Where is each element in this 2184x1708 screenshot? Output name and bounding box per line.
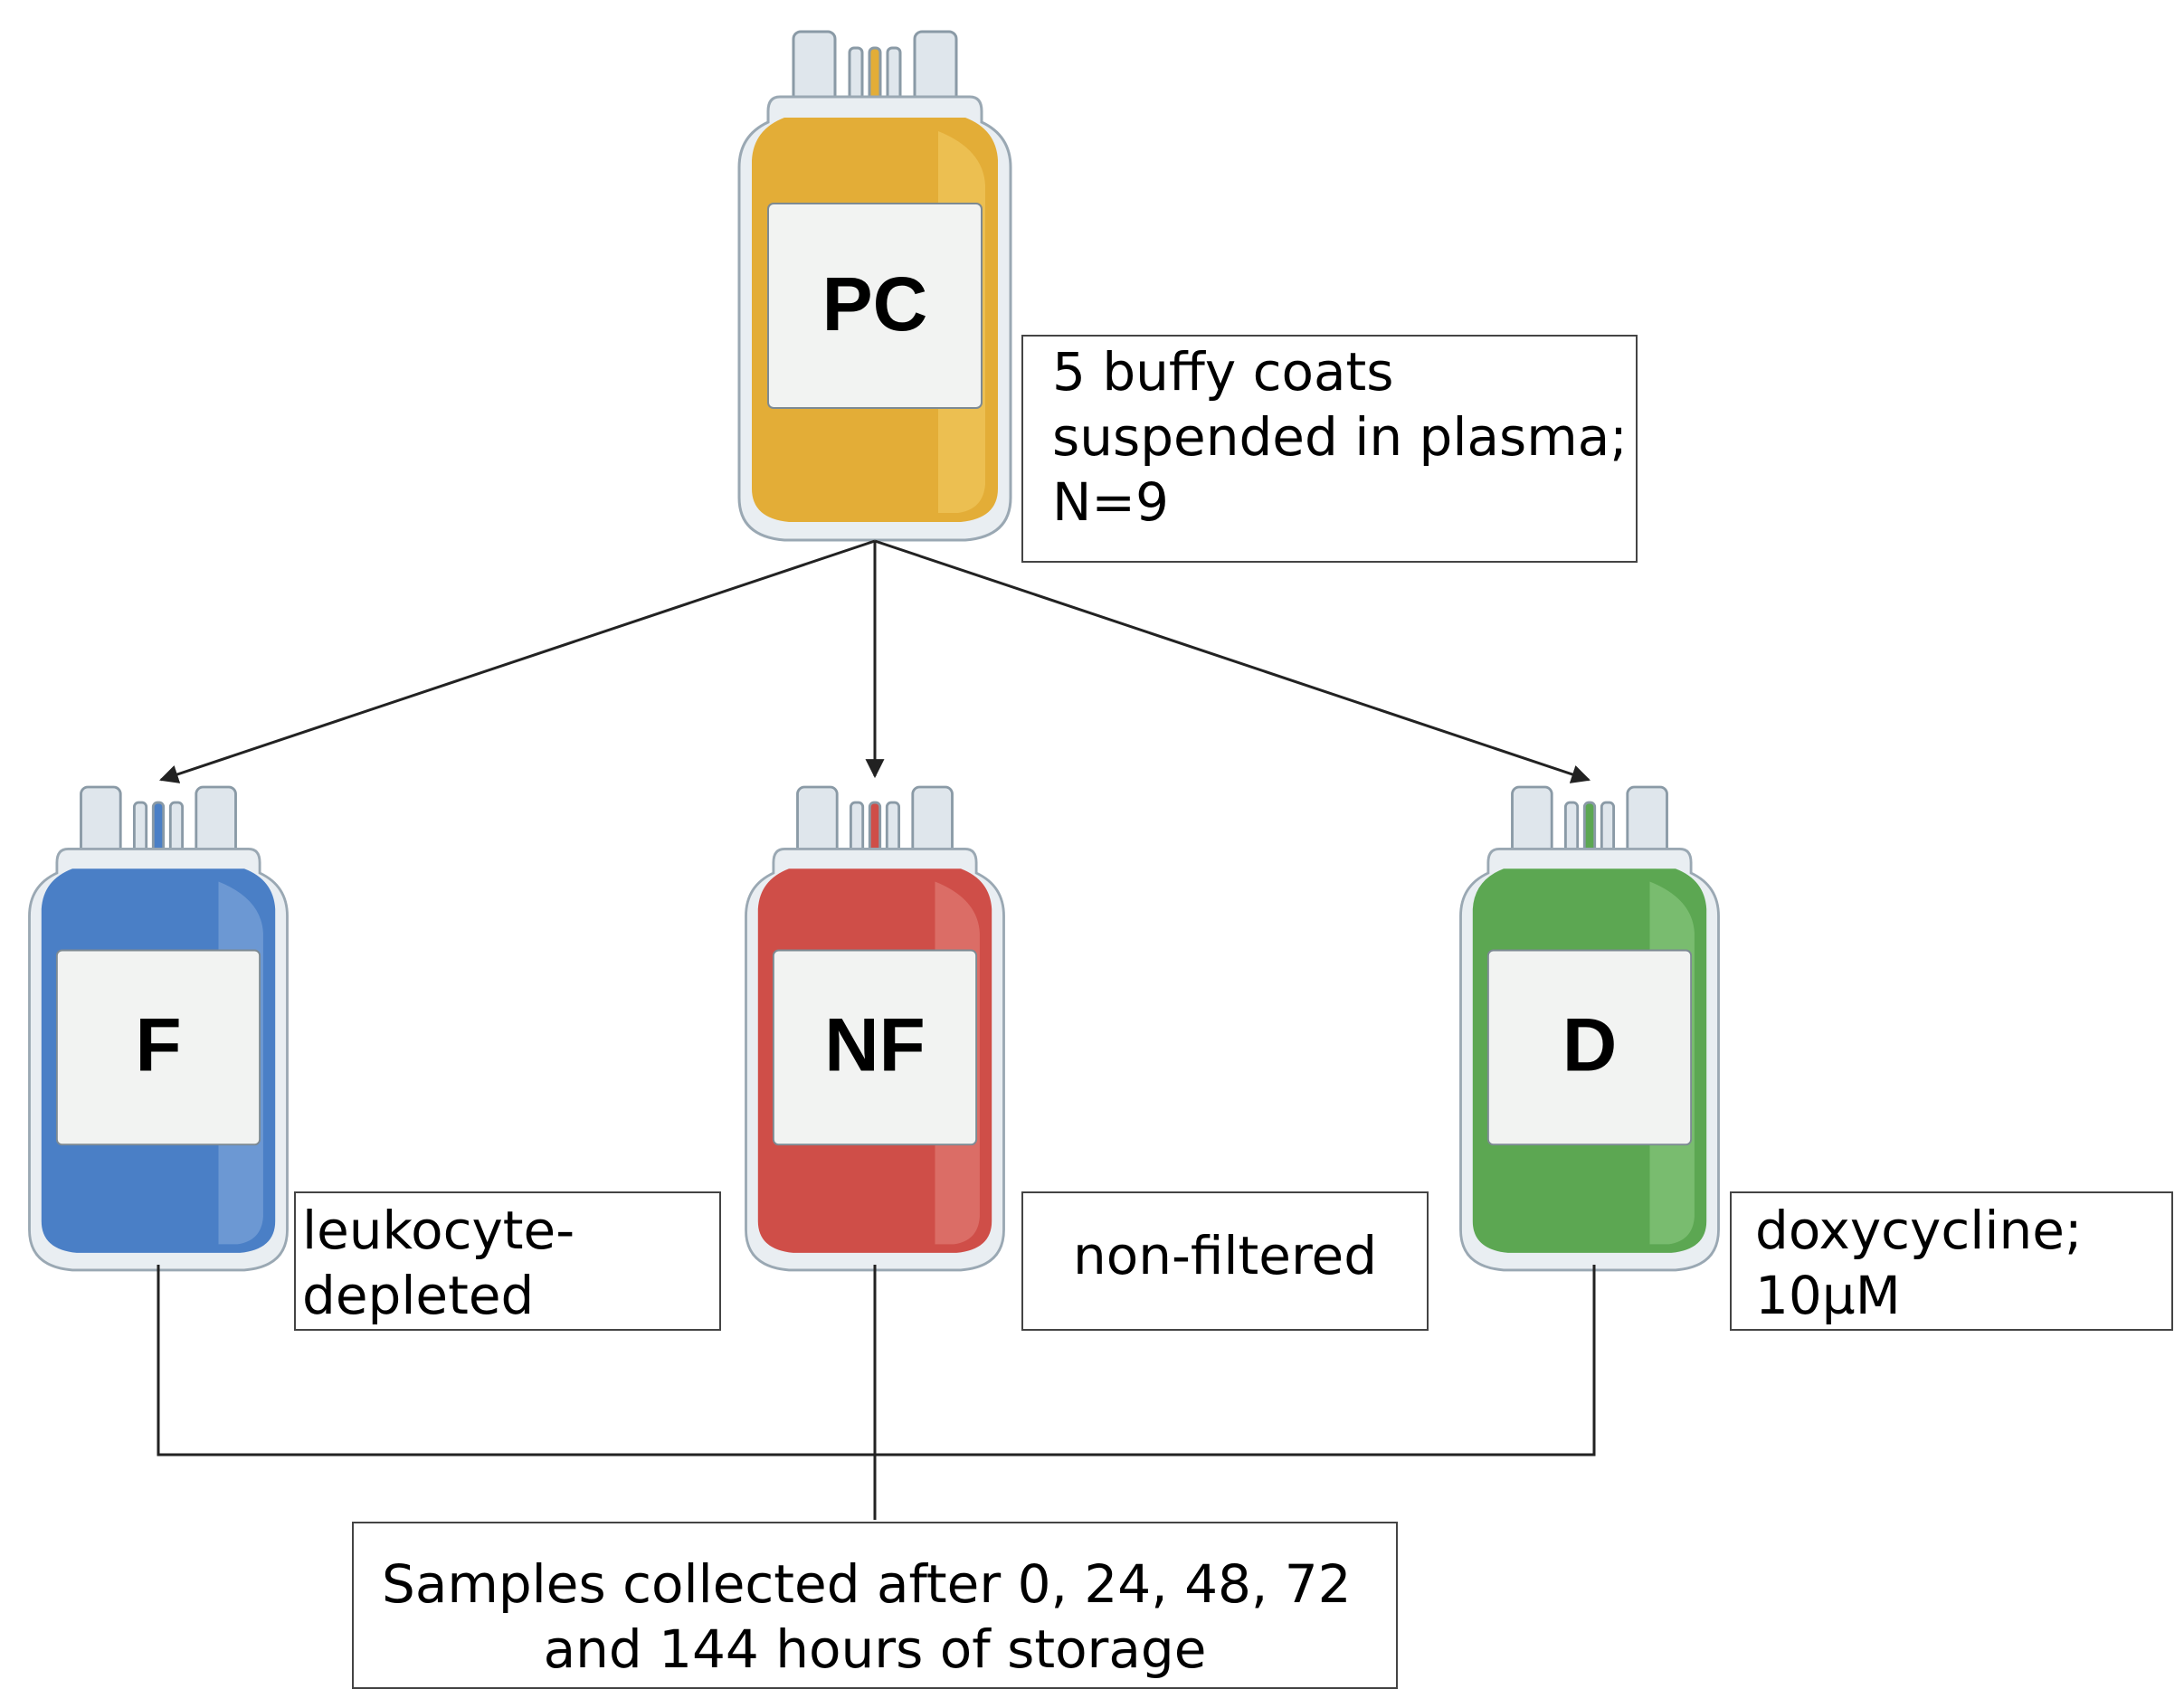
bag-label-f: F: [135, 1002, 181, 1087]
bag-label-d: D: [1562, 1002, 1617, 1087]
bag-port: [1511, 785, 1553, 858]
pc-note-line-3: N=9: [1052, 471, 1169, 533]
doxycycline-bag: D: [1459, 785, 1720, 1272]
pc-note-line-2: suspended in plasma;: [1052, 406, 1628, 468]
samples-note-line-1: Samples collected after 0, 24, 48, 72: [382, 1553, 1352, 1615]
arrow-to-f: [159, 539, 876, 783]
svg-text:Samples collected after 0, 24,: Samples collected after 0, 24, 48, 72 an…: [382, 1553, 1368, 1680]
bag-label-pc: PC: [822, 261, 928, 346]
non-filtered-bag: NF: [745, 785, 1005, 1272]
samples-note: Samples collected after 0, 24, 48, 72 an…: [352, 1522, 1398, 1689]
f-note: leukocyte- depleted: [294, 1191, 721, 1331]
pc-note-line-1: 5 buffy coats: [1052, 341, 1394, 403]
svg-text:non-filtered: non-filtered: [1073, 1225, 1377, 1286]
svg-text:5 buffy coats suspended: 5 buffy coats suspended in plasma; N=9: [1052, 341, 1644, 533]
bag-port: [796, 785, 839, 858]
svg-text:doxycycline; 10µM: doxycycline; 10µM: [1755, 1200, 2099, 1326]
bag-port: [195, 785, 237, 858]
bag-label-nf: NF: [824, 1002, 925, 1087]
d-note-line-2: 10µM: [1755, 1265, 1901, 1326]
bag-label-panel: [772, 949, 978, 1146]
bag-port: [911, 785, 954, 858]
arrow-to-d: [874, 539, 1591, 783]
pc-note: 5 buffy coats suspended in plasma; N=9: [1021, 335, 1644, 563]
bag-port: [913, 30, 958, 106]
bag-port: [80, 785, 122, 858]
bag-port: [1626, 785, 1668, 858]
nf-note: non-filtered: [1021, 1191, 1429, 1331]
d-note-line-1: doxycycline;: [1755, 1200, 2082, 1261]
samples-note-line-2: and 144 hours of storage: [544, 1618, 1207, 1680]
bag-label-panel: [767, 203, 983, 409]
svg-text:leukocyte- depleted: leukocyte- depleted: [302, 1200, 592, 1326]
platelet-concentrate-bag: PC: [737, 30, 1012, 542]
bag-label-panel: [1486, 949, 1693, 1146]
filtered-bag: F: [28, 785, 289, 1272]
d-note: doxycycline; 10µM: [1730, 1191, 2173, 1331]
f-note-line-1: leukocyte-: [302, 1200, 574, 1261]
f-note-line-2: depleted: [302, 1265, 534, 1326]
nf-note-line-1: non-filtered: [1073, 1225, 1377, 1286]
bag-port: [792, 30, 837, 106]
bag-label-panel: [55, 949, 261, 1146]
